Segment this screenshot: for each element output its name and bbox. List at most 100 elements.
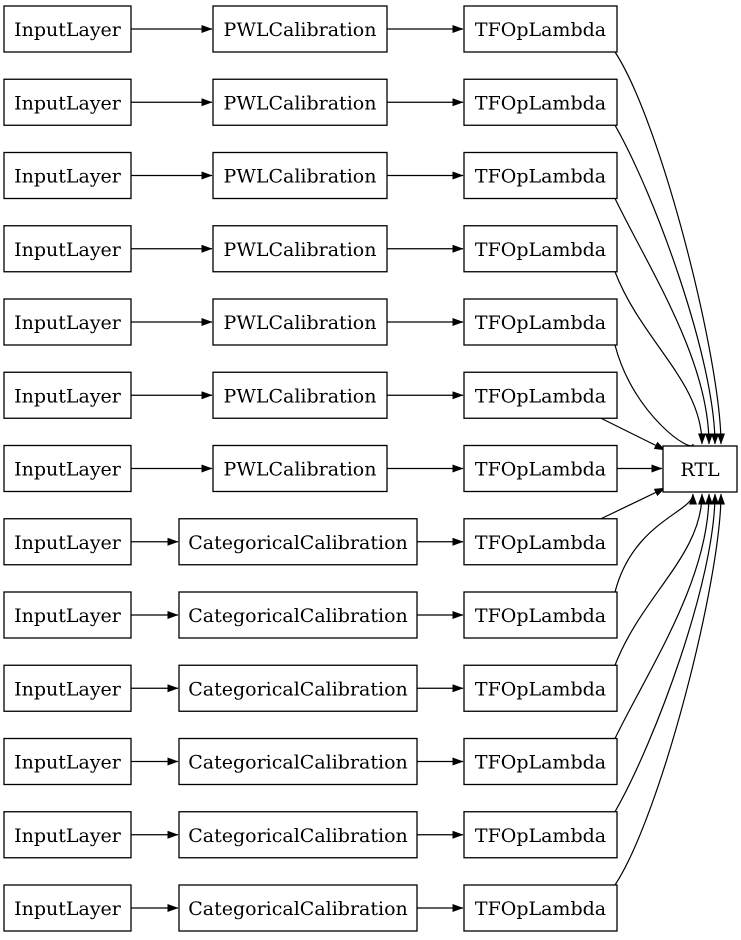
node-inputlayer-row6-box <box>3 371 132 419</box>
node-categoricalcalibration-row8-label: CategoricalCalibration <box>188 532 408 554</box>
node-tfoplambda-row8-box <box>463 518 618 566</box>
node-inputlayer-row12-box <box>3 811 132 859</box>
edge-op-to-rtl-row11 <box>614 493 713 739</box>
node-tfoplambda-row7-box <box>463 444 618 493</box>
node-pwlcalibration-row7: PWLCalibration <box>212 444 388 493</box>
node-tfoplambda-row5-label: TFOpLambda <box>475 312 606 334</box>
node-tfoplambda-row10-box <box>463 664 618 712</box>
node-categoricalcalibration-row13-box <box>178 884 418 932</box>
node-pwlcalibration-row4-label: PWLCalibration <box>224 239 377 261</box>
node-rtl-output: RTL <box>662 445 738 493</box>
edge-op-to-rtl-row6 <box>600 417 666 451</box>
node-inputlayer-row10-label: InputLayer <box>14 678 122 700</box>
node-inputlayer-row10: InputLayer <box>3 664 132 712</box>
node-inputlayer-row8: InputLayer <box>3 518 132 566</box>
edge-op-to-rtl-row3 <box>614 198 713 445</box>
node-inputlayer-row4-label: InputLayer <box>14 239 122 261</box>
node-inputlayer-row5: InputLayer <box>3 298 132 346</box>
node-tfoplambda-row9: TFOpLambda <box>463 591 618 639</box>
node-inputlayer-row12: InputLayer <box>3 811 132 859</box>
node-tfoplambda-row1-label: TFOpLambda <box>475 19 606 41</box>
node-tfoplambda-row8: TFOpLambda <box>463 518 618 566</box>
edge-op-to-rtl-row12 <box>614 493 719 813</box>
node-categoricalcalibration-row9-label: CategoricalCalibration <box>188 605 408 627</box>
node-inputlayer-row9-label: InputLayer <box>14 605 122 627</box>
node-pwlcalibration-row6-label: PWLCalibration <box>224 385 377 407</box>
node-inputlayer-row7-box <box>3 444 132 493</box>
node-pwlcalibration-row3-box <box>212 151 388 200</box>
node-tfoplambda-row3: TFOpLambda <box>463 151 618 200</box>
node-tfoplambda-row5-box <box>463 298 618 346</box>
edge-op-to-rtl-row13 <box>614 493 725 886</box>
edge-op-to-rtl-row8 <box>600 487 666 520</box>
node-tfoplambda-row11-box <box>463 737 618 786</box>
node-inputlayer-row12-label: InputLayer <box>14 825 122 847</box>
node-pwlcalibration-row6-box <box>212 371 388 419</box>
edge-op-to-rtl-row2 <box>614 124 719 445</box>
node-categoricalcalibration-row8-box <box>178 518 418 566</box>
node-categoricalcalibration-row13-label: CategoricalCalibration <box>188 898 408 920</box>
node-tfoplambda-row3-label: TFOpLambda <box>475 166 606 188</box>
node-inputlayer-row8-box <box>3 518 132 566</box>
node-inputlayer-row2-box <box>3 78 132 126</box>
edge-op-to-rtl-row4 <box>614 271 706 445</box>
node-inputlayer-row5-box <box>3 298 132 346</box>
node-inputlayer-row2-label: InputLayer <box>14 92 122 114</box>
node-tfoplambda-row6: TFOpLambda <box>463 371 618 419</box>
node-categoricalcalibration-row10: CategoricalCalibration <box>178 664 418 712</box>
node-pwlcalibration-row1: PWLCalibration <box>212 5 388 53</box>
node-inputlayer-row3: InputLayer <box>3 151 132 200</box>
node-tfoplambda-row2: TFOpLambda <box>463 78 618 126</box>
edge-op-to-rtl-row10 <box>614 493 706 666</box>
node-tfoplambda-row4-label: TFOpLambda <box>475 239 606 261</box>
node-pwlcalibration-row3-label: PWLCalibration <box>224 166 377 188</box>
node-pwlcalibration-row4-box <box>212 225 388 273</box>
node-tfoplambda-row10-label: TFOpLambda <box>475 678 606 700</box>
node-inputlayer-row13-box <box>3 884 132 932</box>
node-tfoplambda-row9-box <box>463 591 618 639</box>
node-categoricalcalibration-row13: CategoricalCalibration <box>178 884 418 932</box>
node-inputlayer-row13-label: InputLayer <box>14 898 122 920</box>
node-categoricalcalibration-row12-label: CategoricalCalibration <box>188 825 408 847</box>
node-pwlcalibration-row4: PWLCalibration <box>212 225 388 273</box>
edge-op-to-rtl-row9 <box>614 493 697 593</box>
node-tfoplambda-row1: TFOpLambda <box>463 5 618 53</box>
node-tfoplambda-row6-box <box>463 371 618 419</box>
node-tfoplambda-row5: TFOpLambda <box>463 298 618 346</box>
node-pwlcalibration-row2-label: PWLCalibration <box>224 92 377 114</box>
node-inputlayer-row1: InputLayer <box>3 5 132 53</box>
node-tfoplambda-row3-box <box>463 151 618 200</box>
node-tfoplambda-row7: TFOpLambda <box>463 444 618 493</box>
node-tfoplambda-row4-box <box>463 225 618 273</box>
node-tfoplambda-row8-label: TFOpLambda <box>475 532 606 554</box>
node-inputlayer-row7: InputLayer <box>3 444 132 493</box>
node-pwlcalibration-row2-box <box>212 78 388 126</box>
node-inputlayer-row11-box <box>3 737 132 786</box>
node-categoricalcalibration-row11: CategoricalCalibration <box>178 737 418 786</box>
node-inputlayer-row11-label: InputLayer <box>14 752 122 774</box>
node-inputlayer-row1-label: InputLayer <box>14 19 122 41</box>
node-pwlcalibration-row2: PWLCalibration <box>212 78 388 126</box>
node-rtl-output-label: RTL <box>680 459 720 481</box>
node-categoricalcalibration-row12-box <box>178 811 418 859</box>
node-inputlayer-row8-label: InputLayer <box>14 532 122 554</box>
node-tfoplambda-row7-label: TFOpLambda <box>475 459 606 481</box>
node-rtl-output-box <box>662 445 738 493</box>
node-categoricalcalibration-row11-label: CategoricalCalibration <box>188 752 408 774</box>
node-tfoplambda-row13: TFOpLambda <box>463 884 618 932</box>
node-inputlayer-row3-label: InputLayer <box>14 166 122 188</box>
node-inputlayer-row6-label: InputLayer <box>14 385 122 407</box>
node-tfoplambda-row4: TFOpLambda <box>463 225 618 273</box>
node-categoricalcalibration-row9: CategoricalCalibration <box>178 591 418 639</box>
node-pwlcalibration-row7-label: PWLCalibration <box>224 459 377 481</box>
node-inputlayer-row6: InputLayer <box>3 371 132 419</box>
node-inputlayer-row9: InputLayer <box>3 591 132 639</box>
node-inputlayer-row2: InputLayer <box>3 78 132 126</box>
node-pwlcalibration-row1-label: PWLCalibration <box>224 19 377 41</box>
node-inputlayer-row10-box <box>3 664 132 712</box>
node-pwlcalibration-row5-label: PWLCalibration <box>224 312 377 334</box>
node-inputlayer-row11: InputLayer <box>3 737 132 786</box>
node-tfoplambda-row2-box <box>463 78 618 126</box>
